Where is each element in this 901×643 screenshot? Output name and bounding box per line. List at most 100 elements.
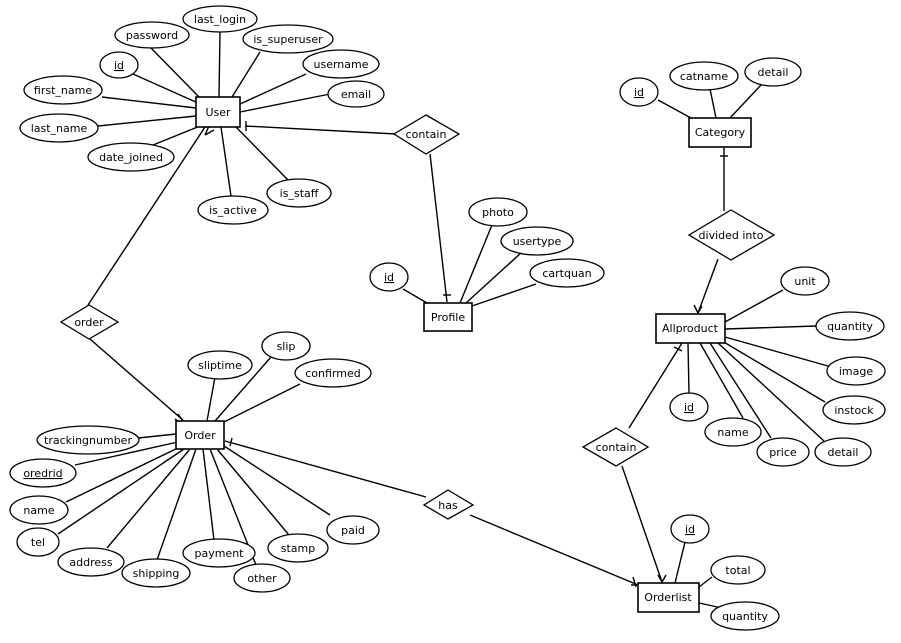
svg-text:sliptime: sliptime	[198, 359, 242, 372]
svg-text:price: price	[769, 446, 797, 459]
relationship-order-has-orderlist: has	[422, 489, 475, 520]
svg-text:quantity: quantity	[722, 610, 768, 623]
svg-text:image: image	[839, 365, 873, 378]
svg-text:is_staff: is_staff	[280, 187, 319, 200]
svg-text:Order: Order	[184, 429, 216, 442]
svg-text:divided into: divided into	[699, 229, 764, 242]
relationship-category-divided-into-allproduct: divided into	[687, 209, 776, 261]
attr-allproduct-instock: instock	[822, 395, 886, 425]
svg-text:order: order	[74, 316, 104, 329]
attr-user-is-staff: is_staff	[266, 178, 332, 208]
attr-user-last-name: last_name	[19, 113, 99, 143]
attr-user-first-name: first_name	[23, 75, 103, 105]
svg-text:is_active: is_active	[209, 204, 257, 217]
attr-user-last-login: last_login	[182, 5, 258, 33]
attr-allproduct-quantity: quantity	[815, 311, 885, 341]
attr-order-oredrid: oredrid	[9, 458, 77, 488]
entity-category: Category	[688, 117, 752, 148]
attr-profile-id: id	[369, 262, 409, 292]
svg-text:photo: photo	[482, 206, 514, 219]
attr-user-email: email	[327, 80, 385, 108]
svg-text:Profile: Profile	[431, 311, 465, 324]
svg-text:shipping: shipping	[133, 567, 180, 580]
attr-user-is-active: is_active	[197, 195, 269, 225]
svg-text:email: email	[341, 88, 371, 101]
svg-text:id: id	[384, 271, 394, 284]
attr-profile-usertype: usertype	[500, 226, 574, 256]
svg-text:confirmed: confirmed	[305, 367, 360, 380]
attr-profile-cartquan: cartquan	[529, 258, 605, 288]
attr-allproduct-id: id	[669, 392, 709, 422]
svg-text:quantity: quantity	[827, 320, 873, 333]
svg-text:id: id	[634, 86, 644, 99]
attr-order-stamp: stamp	[267, 533, 329, 563]
attr-order-tel: tel	[16, 527, 60, 557]
entity-order: Order	[175, 420, 225, 450]
svg-text:User: User	[205, 106, 231, 119]
attr-allproduct-image: image	[826, 356, 886, 386]
svg-text:last_login: last_login	[194, 13, 246, 26]
svg-text:last_name: last_name	[31, 122, 88, 135]
svg-text:has: has	[438, 499, 458, 512]
svg-text:total: total	[725, 564, 750, 577]
svg-text:usertype: usertype	[513, 235, 562, 248]
attr-user-id: id	[99, 51, 139, 79]
svg-text:id: id	[685, 523, 695, 536]
svg-text:cartquan: cartquan	[542, 267, 591, 280]
attr-order-trackingnumber: trackingnumber	[36, 425, 140, 455]
attr-allproduct-name: name	[704, 417, 762, 447]
attr-category-catname: catname	[669, 61, 739, 91]
svg-text:first_name: first_name	[34, 84, 92, 97]
attr-orderlist-total: total	[710, 555, 766, 585]
attr-allproduct-price: price	[756, 437, 810, 467]
entity-allproduct: Allproduct	[655, 313, 726, 344]
svg-text:is_superuser: is_superuser	[253, 33, 323, 46]
attr-order-name: name	[9, 495, 69, 525]
relationship-allproduct-contain-orderlist: contain	[581, 427, 650, 467]
svg-text:tel: tel	[31, 536, 45, 549]
attr-order-shipping: shipping	[121, 558, 191, 588]
attr-order-slip: slip	[261, 331, 311, 361]
entity-orderlist: Orderlist	[637, 582, 700, 613]
entity-profile: Profile	[423, 302, 473, 332]
svg-text:trackingnumber: trackingnumber	[44, 434, 132, 447]
svg-text:address: address	[69, 556, 112, 569]
attr-category-detail: detail	[744, 57, 802, 87]
svg-text:Orderlist: Orderlist	[644, 591, 692, 604]
svg-text:name: name	[23, 504, 54, 517]
attr-category-id: id	[619, 77, 659, 107]
attr-allproduct-unit: unit	[780, 266, 830, 296]
svg-text:id: id	[114, 59, 124, 72]
attr-profile-photo: photo	[468, 197, 528, 227]
attr-user-date-joined: date_joined	[87, 142, 175, 172]
svg-text:id: id	[684, 401, 694, 414]
svg-text:contain: contain	[406, 128, 447, 141]
svg-text:oredrid: oredrid	[23, 467, 62, 480]
attr-user-username: username	[302, 49, 380, 79]
svg-text:instock: instock	[834, 404, 874, 417]
attr-order-confirmed: confirmed	[294, 358, 372, 388]
svg-text:username: username	[314, 58, 369, 71]
attr-order-paid: paid	[326, 515, 380, 545]
relationship-user-order-order: order	[59, 304, 120, 340]
svg-text:date_joined: date_joined	[99, 151, 163, 164]
svg-text:name: name	[717, 426, 748, 439]
attr-orderlist-quantity: quantity	[710, 601, 780, 631]
attr-order-sliptime: sliptime	[187, 350, 253, 380]
svg-text:other: other	[247, 572, 277, 585]
relationship-user-contain-profile: contain	[392, 114, 461, 155]
entity-user: User	[195, 96, 241, 128]
attr-order-other: other	[233, 563, 291, 593]
attr-order-payment: payment	[182, 538, 256, 568]
svg-text:password: password	[126, 29, 178, 42]
svg-text:Allproduct: Allproduct	[662, 322, 719, 335]
attr-order-address: address	[57, 547, 125, 577]
svg-text:paid: paid	[341, 524, 365, 537]
connector-lines	[57, 31, 829, 609]
attr-orderlist-id: id	[670, 514, 710, 544]
svg-text:contain: contain	[596, 441, 637, 454]
attr-user-is-superuser: is_superuser	[242, 24, 334, 54]
svg-text:detail: detail	[828, 446, 859, 459]
svg-text:slip: slip	[277, 340, 296, 353]
